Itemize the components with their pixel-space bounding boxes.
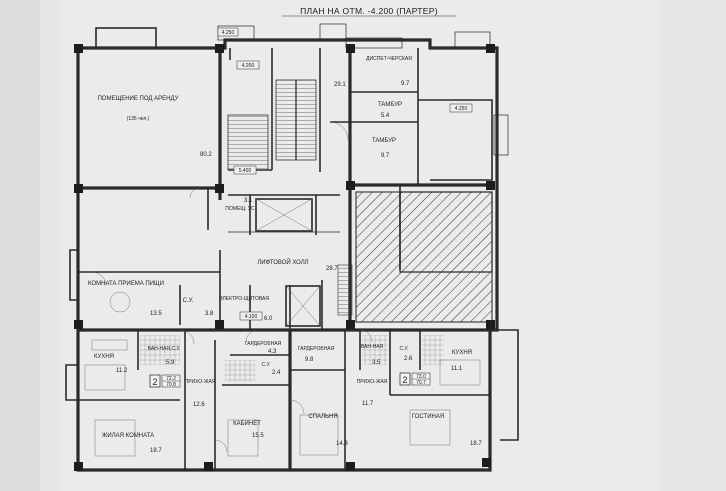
room-wardrobe-r-area: 9.8 [305, 357, 314, 363]
room-bath-l-area: 5.9 [166, 360, 175, 366]
apartment-2-rooms: 2 [402, 375, 407, 385]
apartment-2-area-a: 73.0 [416, 374, 426, 380]
apartment-badges: 2 72.2 70.8 2 73.0 70.7 [149, 372, 431, 388]
room-bath-r-label: ВАН-НАЯ [361, 344, 384, 350]
structural-columns [74, 44, 495, 471]
room-bath-l-label: ВАН-НАЯ,С.У. [148, 346, 181, 352]
room-wc-r-area: 2.6 [404, 356, 413, 362]
apartment-2-area-b: 70.7 [416, 380, 426, 386]
room-vestibule1-area: 5.4 [381, 113, 390, 119]
room-hall-r-label: ПРИХО-ЖАЯ [357, 379, 388, 385]
room-rental-area: 80.2 [200, 152, 212, 158]
elevator-shafts [255, 198, 321, 327]
room-electro-label: ЭЛЕКТРО-ЩИТОВАЯ [219, 296, 269, 302]
hatched-area [355, 191, 493, 323]
room-living-l-label: ЖИЛАЯ КОМНАТА [102, 433, 154, 439]
room-vestibule1-label: ТАМБУР [378, 102, 402, 108]
room-wardrobe-l-label: ГАРДЕРОБНАЯ [245, 341, 282, 347]
room-food-area: 13.5 [150, 311, 162, 317]
room-kitchen-l-area: 11.2 [116, 368, 128, 374]
room-kitchen-r-label: КУХНЯ [452, 350, 472, 356]
apartment-1-area-a: 72.2 [166, 376, 176, 382]
room-electro-area: 6.0 [264, 316, 273, 322]
apartment-1-area-b: 70.8 [166, 382, 176, 388]
room-stair-area: 29.1 [334, 82, 346, 88]
room-kitchen-l-label: КУХНЯ [94, 354, 114, 360]
room-hall-l-area: 12.6 [193, 402, 205, 408]
level-mark-3: 4.250 [455, 106, 468, 112]
room-wardrobe-r-label: ГАРДЕРОБНАЯ [298, 346, 335, 352]
room-lifthall-area: 28.7 [326, 266, 338, 272]
room-wardrobe-l-area: 4.3 [268, 349, 277, 355]
room-guest-label: ГОСТИНАЯ [412, 414, 444, 420]
interior-walls [78, 48, 492, 470]
room-labels: ПОМЕЩЕНИЕ ПОД АРЕНДУ (135 чел.) 80.2 ДИС… [88, 56, 482, 454]
staircase [227, 79, 353, 316]
room-wcmid-label: С.У. [262, 362, 271, 368]
plan-title: ПЛАН НА ОТМ. -4.200 (ПАРТЕР) [300, 6, 438, 16]
room-wcmid-area: 2.4 [272, 370, 281, 376]
room-wcpom-label: ПОМЕЩ. УС [225, 206, 255, 212]
level-mark-2: 4.200 [242, 63, 255, 69]
room-wc-r-label: С.У. [400, 346, 409, 352]
room-living-l-area: 18.7 [150, 448, 162, 454]
room-food-label: КОМНАТА ПРИЕМА ПИЩИ [88, 281, 164, 287]
room-bedroom-label: СПАЛЬНЯ [308, 414, 337, 420]
level-mark-1: 4.250 [222, 30, 235, 36]
apartment-1-rooms: 2 [152, 377, 157, 387]
room-wcsmall-label: С.У. [183, 298, 194, 304]
room-rental-sub: (135 чел.) [127, 116, 150, 122]
room-cabinet-area: 15.5 [252, 433, 264, 439]
room-vestibule2-area: 9.7 [381, 153, 390, 159]
wet-zones [140, 335, 444, 382]
room-vestibule2-label: ТАМБУР [372, 138, 396, 144]
level-markers: 4.250 4.200 4.250 5.400 4.100 [217, 27, 473, 321]
room-bath-r-area: 3.5 [372, 360, 381, 366]
room-wcpom-area: 3.1 [244, 198, 253, 204]
door-swings [91, 121, 373, 453]
room-dispatch-area: 9.7 [401, 81, 410, 87]
room-hall-l-label: ПРИХО-ЖАЯ [185, 379, 216, 385]
level-mark-4: 5.400 [239, 168, 252, 174]
furniture [84, 291, 481, 457]
room-bedroom-area: 14.3 [336, 441, 348, 447]
level-mark-5: 4.100 [245, 314, 258, 320]
room-hall-r-area: 11.7 [362, 401, 374, 407]
room-dispatch-label: ДИСПЕТ-ЧЕРСКАЯ [366, 56, 412, 62]
room-kitchen-r-area: 11.1 [451, 366, 463, 372]
room-wcsmall-area: 3.8 [205, 311, 214, 317]
room-rental-label: ПОМЕЩЕНИЕ ПОД АРЕНДУ [98, 96, 179, 102]
room-guest-area: 18.7 [470, 441, 482, 447]
room-lifthall-label: ЛИФТОВОЙ ХОЛЛ [257, 258, 308, 266]
room-cabinet-label: КАБИНЕТ [233, 421, 261, 427]
